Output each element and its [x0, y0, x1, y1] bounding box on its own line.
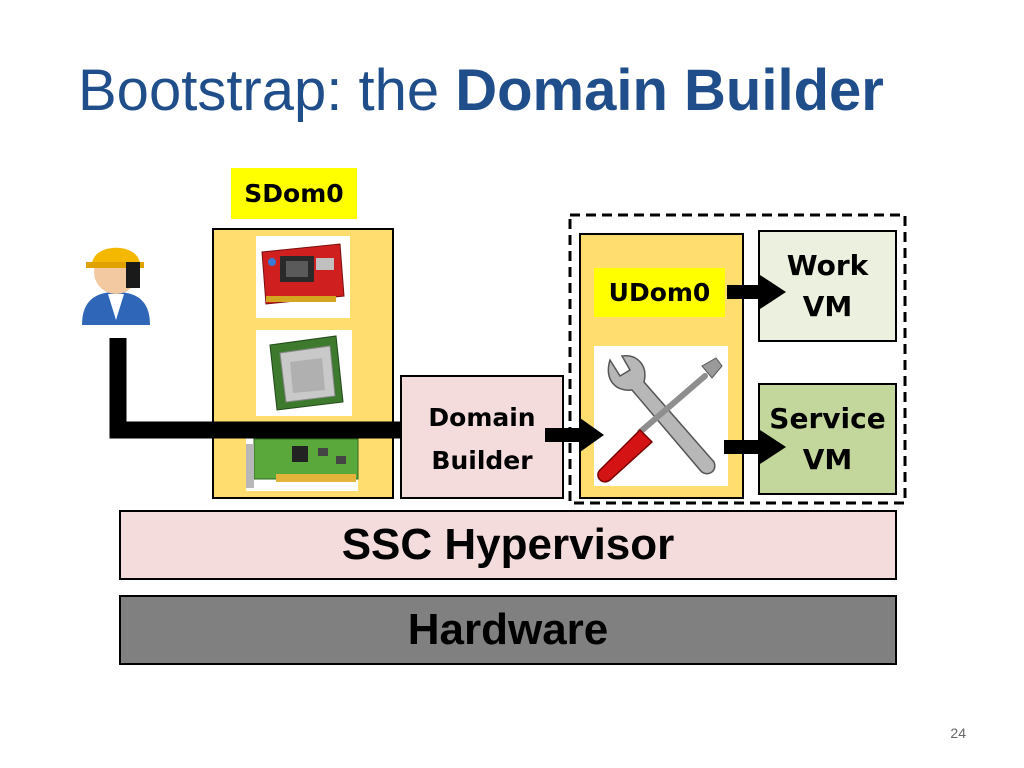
- cpu-chip-icon: [256, 330, 352, 416]
- title-regular: Bootstrap: the: [78, 58, 456, 123]
- work-vm-line2: VM: [802, 290, 853, 323]
- hardware-bar: Hardware: [119, 595, 897, 665]
- graphics-card-icon: [256, 236, 350, 318]
- hypervisor-bar: SSC Hypervisor: [119, 510, 897, 580]
- service-vm-line2: VM: [802, 443, 853, 476]
- wrench-screwdriver-icon: [594, 346, 728, 486]
- domain-builder-label: Domain Builder: [401, 398, 563, 480]
- work-vm-line1: Work: [786, 249, 869, 282]
- network-card-icon: [246, 433, 359, 491]
- service-vm-line1: Service: [769, 402, 886, 435]
- udom-group-frame: [568, 213, 907, 505]
- service-vm-label: Service VM: [759, 398, 896, 480]
- hypervisor-label: SSC Hypervisor: [341, 520, 675, 569]
- domain-builder-line2: Builder: [431, 446, 533, 475]
- page-number: 24: [950, 725, 966, 741]
- slide-title: Bootstrap: the Domain Builder: [78, 62, 884, 120]
- domain-builder-box: [400, 375, 564, 499]
- hardware-label: Hardware: [407, 605, 609, 654]
- construction-worker-icon: [82, 247, 150, 325]
- domain-builder-line1: Domain: [428, 403, 536, 432]
- sdom0-label: SDom0: [231, 168, 357, 219]
- work-vm-label: Work VM: [759, 245, 896, 327]
- service-vm-box: [758, 383, 897, 495]
- udom0-label: UDom0: [594, 268, 725, 317]
- title-bold: Domain Builder: [455, 58, 884, 123]
